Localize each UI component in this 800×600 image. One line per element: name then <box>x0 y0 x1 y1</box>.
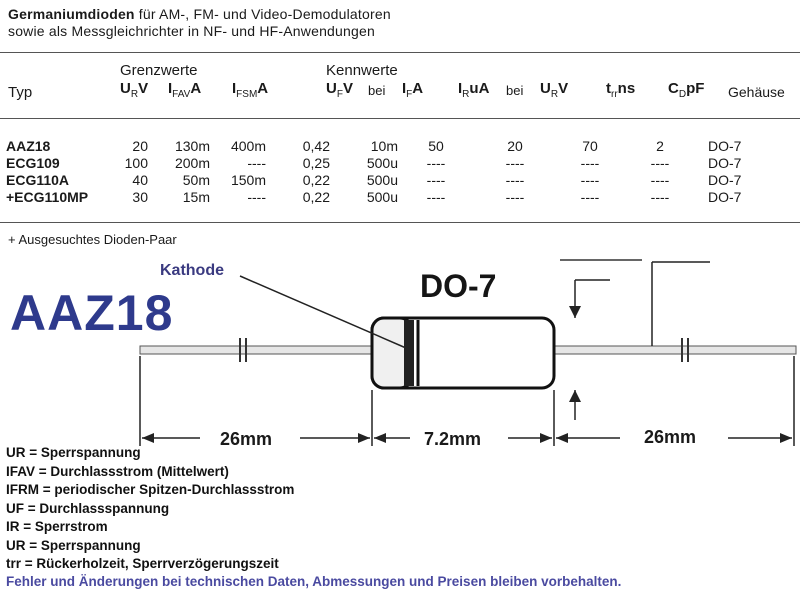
cell-case: DO-7 <box>708 138 742 154</box>
kathode-label: Kathode <box>160 262 224 279</box>
cell-case: DO-7 <box>708 189 742 205</box>
cell-uf: 0,22 <box>302 172 330 188</box>
cell-ur: 20 <box>132 138 148 154</box>
cell-ur2: ---- <box>505 189 525 205</box>
left-lead <box>139 345 373 355</box>
cathode-band <box>404 320 414 386</box>
legend-item: IFRM = periodischer Spitzen-Durchlassstr… <box>6 482 295 497</box>
cell-typ: ECG110A <box>6 172 70 188</box>
legend-item: UR = Sperrspannung <box>6 537 141 553</box>
footnote: + Ausgesuchtes Dioden-Paar <box>8 232 177 247</box>
cell-cd: 2 <box>656 138 664 154</box>
top-rule <box>0 52 800 53</box>
cell-if: 500u <box>366 189 398 205</box>
header-kennwerte: Kennwerte <box>326 62 398 79</box>
header-ifsm: IFSMA <box>232 80 269 100</box>
cell-trr: ---- <box>580 189 600 205</box>
dim-right-label: 26mm <box>644 427 697 447</box>
cell-ur: 30 <box>132 189 148 205</box>
dim-left-label: 26mm <box>220 429 273 449</box>
cell-case: DO-7 <box>708 172 742 188</box>
table-row: ECG110A 40 50m 150m 0,22 500u ---- ---- ---- ----… <box>6 172 762 189</box>
cell-typ: ECG109 <box>6 155 60 171</box>
cell-typ: AAZ18 <box>6 138 51 154</box>
legend-item: UR = Sperrspannung <box>6 445 141 460</box>
header-typ: Typ <box>8 84 33 101</box>
abbreviation-legend: UR = Sperrspannung IFAV = Durchlassstrom… <box>6 444 294 574</box>
intro-line1: für AM-, FM- und Video-Demodulatoren <box>134 6 391 22</box>
intro-text: Germaniumdioden für AM-, FM- und Video-D… <box>8 6 391 40</box>
cell-ifav: 200m <box>174 155 210 171</box>
cell-ir: ---- <box>426 172 446 188</box>
legend-item: trr = Rückerholzeit, Sperrverzögerungsze… <box>6 556 279 571</box>
table-row: ECG109 100 200m ---- 0,25 500u ---- ---- ---- ---… <box>6 155 762 172</box>
cell-ifsm: 400m <box>230 138 266 154</box>
header-uf: UFV <box>326 80 353 100</box>
intro-line2: sowie als Messgleichrichter in NF- und H… <box>8 23 375 39</box>
cell-ifav: 15m <box>182 189 210 205</box>
cell-if: 500u <box>366 172 398 188</box>
legend-item: UF = Durchlassspannung <box>6 500 170 516</box>
table-bottom-rule <box>0 222 800 223</box>
header-ur: URV <box>120 80 149 100</box>
package-label: DO-7 <box>420 268 497 304</box>
header-ur2: URV <box>540 80 569 100</box>
header-bei-2: bei <box>506 83 524 98</box>
header-trr: trrns <box>606 80 636 100</box>
cell-if: 500u <box>366 155 398 171</box>
header-rule <box>0 118 800 119</box>
cell-case: DO-7 <box>708 155 742 171</box>
cell-ifav: 50m <box>182 172 210 188</box>
header-cd: CDpF <box>668 80 705 100</box>
cell-cd: ---- <box>650 189 670 205</box>
cell-ifsm: ---- <box>247 189 266 205</box>
header-grenzwerte: Grenzwerte <box>120 62 198 79</box>
intro-title: Germaniumdioden <box>8 6 135 22</box>
header-gehaeuse: Gehäuse <box>728 84 785 100</box>
cell-cd: ---- <box>650 172 670 188</box>
table-row: AAZ18 20 130m 400m 0,42 10m 50 20 70 2 DO-7 <box>6 138 762 155</box>
cell-if: 10m <box>370 138 398 154</box>
header-bei-1: bei <box>368 83 386 98</box>
cell-ur: 40 <box>132 172 148 188</box>
cell-cd: ---- <box>650 155 670 171</box>
cell-ur: 100 <box>124 155 148 171</box>
header-if: IFA <box>402 80 424 100</box>
cell-trr: 70 <box>582 138 598 154</box>
cell-ir: 50 <box>428 138 444 154</box>
legend-item: IR = Sperrstrom <box>6 519 108 534</box>
cell-uf: 0,42 <box>302 138 330 154</box>
do7-drawing <box>139 259 797 446</box>
cell-ur2: ---- <box>505 172 525 188</box>
header-ir: IRuA <box>458 80 490 100</box>
table-row: +ECG110MP 30 15m ---- 0,22 500u ---- ---- ---- --… <box>6 189 762 206</box>
cell-ifav: 130m <box>174 138 210 154</box>
cell-ir: ---- <box>426 155 446 171</box>
right-lead <box>551 345 797 355</box>
cell-uf: 0,22 <box>302 189 330 205</box>
dim-body-label: 7.2mm <box>424 429 482 449</box>
cell-trr: ---- <box>580 155 600 171</box>
cell-ir: ---- <box>426 189 446 205</box>
cell-ifsm: 150m <box>230 172 266 188</box>
part-number-title: AAZ18 <box>10 285 174 341</box>
disclaimer-text: Fehler und Änderungen bei technischen Da… <box>6 574 622 589</box>
kathode-pointer <box>239 275 407 349</box>
cell-uf: 0,25 <box>302 155 330 171</box>
cell-ur2: 20 <box>507 138 523 154</box>
cell-ifsm: ---- <box>247 155 266 171</box>
header-ifav: IFAVA <box>168 80 202 100</box>
legend-item: IFAV = Durchlassstrom (Mittelwert) <box>6 463 229 479</box>
cell-trr: ---- <box>580 172 600 188</box>
cell-ur2: ---- <box>505 155 525 171</box>
cell-typ: +ECG110MP <box>6 189 89 205</box>
